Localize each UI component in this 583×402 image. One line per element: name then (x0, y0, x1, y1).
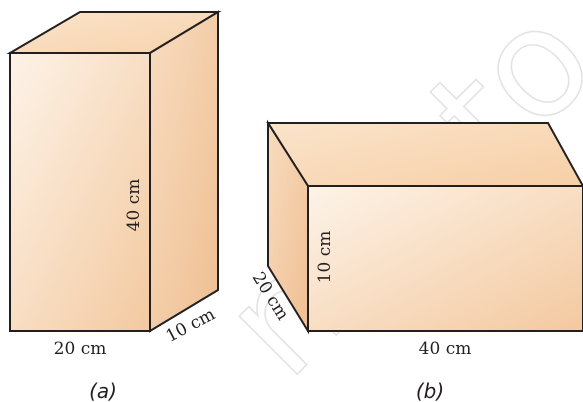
cuboid-a-height-label: 40 cm (124, 179, 144, 232)
cuboid-a-front-face (9, 52, 151, 332)
cuboid-b-height-label: 10 cm (315, 231, 335, 284)
cuboid-a-width-label: 20 cm (54, 339, 107, 359)
cuboid-b-caption: (b) (416, 379, 444, 402)
cuboid-b-width-label: 40 cm (419, 339, 472, 359)
cuboid-b-front-face (307, 185, 583, 332)
cuboid-a-caption: (a) (89, 379, 117, 402)
cuboid-b-top-face (266, 122, 583, 187)
cuboid-b: 10 cm 40 cm 20 cm (b) (248, 119, 583, 402)
cuboid-a: 40 cm 20 cm 10 cm (a) (6, 10, 222, 402)
cuboid-a-side-face (149, 10, 219, 333)
